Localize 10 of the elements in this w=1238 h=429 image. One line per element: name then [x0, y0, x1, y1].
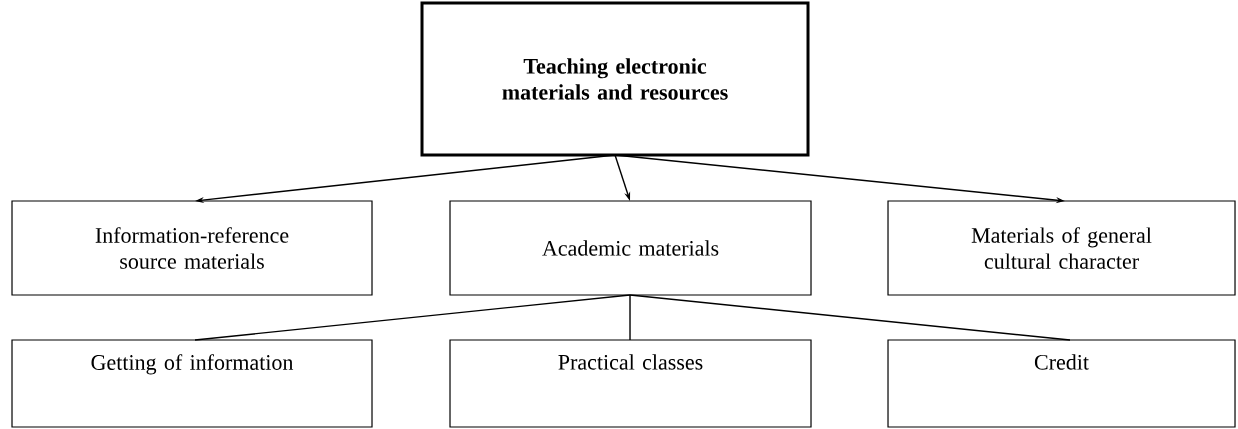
category-box: Practical classes — [449, 339, 812, 428]
category-box: Academic materials — [449, 200, 812, 296]
category-box: Materials of general cultural character — [887, 200, 1236, 296]
category-box: Credit — [887, 339, 1236, 428]
category-box: Getting of information — [11, 339, 373, 428]
connector-line — [194, 294, 631, 341]
connector-line — [629, 294, 1071, 341]
title-box: Teaching electronic materials and resources — [420, 1, 810, 157]
category-box: Information-reference source materials — [11, 200, 373, 296]
connector-line — [629, 294, 631, 341]
